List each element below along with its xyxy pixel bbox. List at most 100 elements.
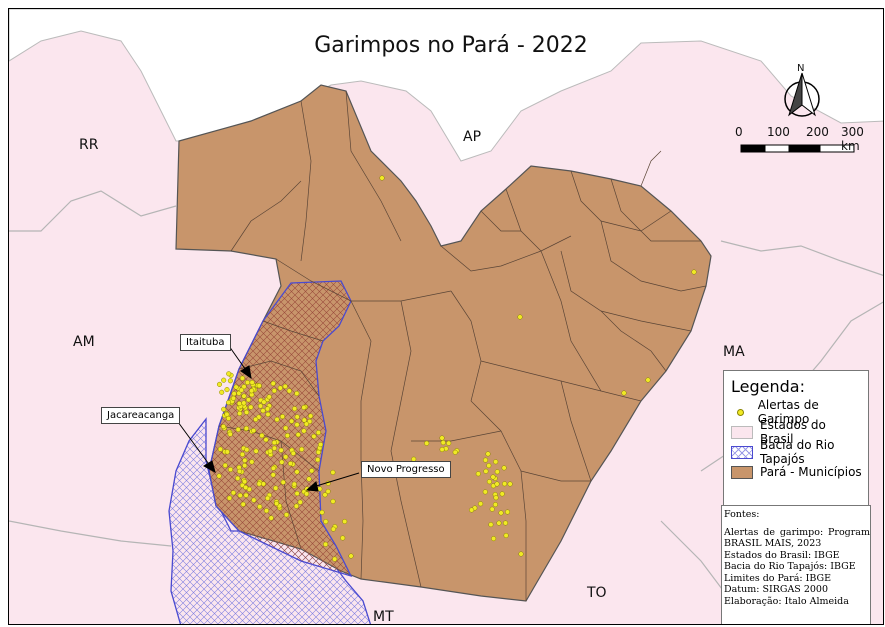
alert-point bbox=[315, 449, 322, 455]
north-arrow-icon bbox=[784, 72, 820, 117]
alert-point bbox=[518, 551, 524, 557]
alert-point bbox=[244, 409, 250, 415]
alert-point bbox=[271, 445, 277, 451]
alert-point bbox=[257, 504, 263, 510]
states-swatch-icon bbox=[731, 425, 753, 439]
sources-line: Limites do Pará: IBGE bbox=[724, 572, 832, 584]
alert-point bbox=[304, 491, 310, 497]
alert-point bbox=[301, 417, 307, 423]
alert-point bbox=[265, 411, 271, 417]
alert-point bbox=[323, 519, 329, 525]
alert-point bbox=[489, 506, 495, 512]
map-canvas[interactable] bbox=[9, 9, 884, 625]
alert-point bbox=[249, 388, 255, 394]
alert-point bbox=[294, 422, 300, 428]
map-title: Garimpos no Pará - 2022 bbox=[314, 33, 588, 58]
alert-point bbox=[478, 501, 484, 507]
outside-brazil-area bbox=[9, 9, 883, 162]
alert-point bbox=[263, 437, 269, 443]
state-boundary-rr-am bbox=[9, 190, 177, 232]
alert-point bbox=[216, 473, 222, 479]
legend-item-tapajos: Bacia do Rio Tapajós bbox=[731, 438, 862, 466]
map-frame[interactable]: Garimpos no Pará - 2022 RR AP AM MA TO M… bbox=[8, 8, 884, 625]
alert-point bbox=[270, 472, 276, 478]
alert-point bbox=[233, 384, 239, 390]
alert-point bbox=[502, 520, 509, 526]
para-swatch-icon bbox=[731, 465, 753, 479]
alert-point bbox=[318, 442, 324, 448]
alert-point bbox=[283, 512, 290, 518]
alert-point bbox=[496, 520, 502, 526]
alert-point bbox=[348, 553, 354, 559]
alert-point bbox=[308, 413, 314, 419]
alert-point bbox=[224, 387, 230, 393]
alert-points-layer bbox=[216, 175, 697, 562]
alert-point bbox=[244, 379, 251, 386]
alert-point bbox=[294, 469, 300, 475]
alert-point bbox=[263, 508, 270, 514]
alert-point bbox=[291, 481, 297, 487]
alert-point bbox=[499, 491, 505, 497]
alert-point bbox=[492, 502, 498, 508]
callout-novo-progresso: Novo Progresso bbox=[361, 461, 451, 478]
alert-point bbox=[217, 446, 223, 452]
alert-point bbox=[294, 390, 300, 397]
alert-point bbox=[294, 414, 300, 420]
alert-point bbox=[488, 522, 494, 528]
alert-point bbox=[297, 499, 303, 505]
alert-point bbox=[274, 501, 280, 507]
legend-item-states: Estados do Brasil bbox=[731, 418, 862, 446]
alert-point bbox=[490, 474, 496, 480]
sources-header: Fontes: bbox=[724, 509, 760, 520]
callout-arrows bbox=[177, 345, 360, 492]
alert-point bbox=[271, 388, 277, 394]
state-label-ap: AP bbox=[463, 129, 482, 145]
alert-point bbox=[256, 481, 262, 487]
alert-point bbox=[226, 495, 233, 501]
alert-point bbox=[271, 440, 277, 446]
alert-point bbox=[315, 430, 321, 436]
alert-point bbox=[260, 408, 266, 414]
alert-point bbox=[243, 492, 249, 498]
scale-bar bbox=[740, 144, 855, 153]
alert-point bbox=[439, 435, 445, 441]
alert-point bbox=[469, 507, 475, 513]
alert-point bbox=[230, 395, 236, 401]
alert-point bbox=[235, 426, 241, 433]
alert-point bbox=[242, 479, 248, 485]
alert-point bbox=[253, 448, 259, 454]
alert-point bbox=[691, 269, 697, 275]
alert-point bbox=[645, 377, 651, 383]
state-boundary-ma-north bbox=[720, 240, 883, 276]
alert-point bbox=[279, 414, 286, 420]
alert-point bbox=[237, 492, 243, 498]
alert-point bbox=[486, 479, 492, 485]
state-label-ma: MA bbox=[723, 344, 745, 360]
state-label-am: AM bbox=[73, 334, 95, 350]
alert-point bbox=[452, 449, 458, 455]
alert-point bbox=[241, 384, 247, 390]
alert-point bbox=[242, 463, 248, 469]
hatch-swatch-icon bbox=[731, 445, 753, 459]
alert-point bbox=[439, 446, 445, 453]
alert-point bbox=[379, 175, 385, 181]
alert-point bbox=[475, 471, 481, 477]
alert-point bbox=[219, 389, 225, 395]
alert-point bbox=[251, 497, 257, 503]
alert-point bbox=[249, 459, 255, 465]
alert-point bbox=[256, 383, 262, 389]
alert-point bbox=[504, 509, 511, 515]
state-boundary-am-mt bbox=[9, 520, 172, 547]
alert-point bbox=[257, 403, 264, 409]
alert-point bbox=[227, 466, 234, 473]
legend-label: Estados do Brasil bbox=[760, 418, 826, 446]
alert-point bbox=[239, 375, 245, 381]
alert-point bbox=[227, 378, 233, 384]
alert-point bbox=[222, 462, 228, 468]
alert-point bbox=[236, 401, 242, 407]
state-label-rr: RR bbox=[79, 137, 99, 153]
alert-point bbox=[235, 475, 241, 481]
alert-point bbox=[287, 461, 294, 467]
legend-label: Pará - Municípios bbox=[760, 465, 862, 479]
alert-point bbox=[325, 488, 331, 494]
